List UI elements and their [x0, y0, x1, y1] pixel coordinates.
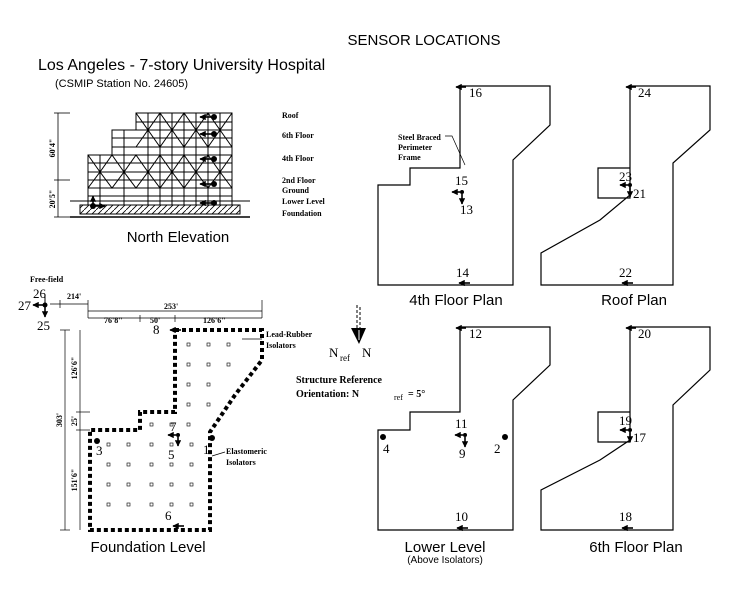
- dim-seg-3: 126'6": [203, 316, 226, 325]
- sensor-23: 23: [619, 169, 632, 184]
- lead-rubber-label-1: Lead-Rubber: [266, 330, 313, 339]
- level-label-2nd: 2nd Floor: [282, 176, 316, 185]
- sensor-24: 24: [638, 85, 652, 100]
- north-elevation-caption: North Elevation: [127, 229, 230, 246]
- sensor-9: 9: [459, 446, 466, 461]
- sensor-4: 4: [383, 441, 390, 456]
- sensor-15-13-arrows: [451, 188, 466, 205]
- north-elevation-drawing: 60'4" 20'5" Roof 6th Floor 4th Floor 2nd…: [48, 111, 326, 246]
- dim-vert-mid: 25': [70, 416, 79, 426]
- lead-rubber-label-2: Isolators: [266, 341, 296, 350]
- level-label-lower: Lower Level: [282, 197, 326, 206]
- frame-note-1: Steel Braced: [398, 133, 441, 142]
- sensor-1: 1: [203, 442, 210, 457]
- elastomeric-label-2: Isolators: [226, 458, 256, 467]
- level-label-6th: 6th Floor: [282, 131, 314, 140]
- page-title: SENSOR LOCATIONS: [347, 32, 500, 49]
- sensor-2-dot: [502, 434, 508, 440]
- sensor-12: 12: [469, 326, 482, 341]
- north-reference: N ref N Structure Reference Orientation:…: [296, 305, 425, 402]
- sensor-5: 5: [168, 447, 175, 462]
- sixth-floor-caption: 6th Floor Plan: [589, 539, 682, 556]
- lower-level-plan: 12 11 9 4 2 10 Lower Level (Above Isolat…: [377, 324, 551, 566]
- sensor-19: 19: [619, 413, 632, 428]
- free-field-sensor: [32, 296, 49, 318]
- free-field-label: Free-field: [30, 275, 64, 284]
- elevation-sensor-roof: [199, 113, 217, 121]
- level-label-4th: 4th Floor: [282, 154, 314, 163]
- n-label: N: [362, 345, 372, 360]
- sensor-21: 21: [633, 186, 646, 201]
- roof-plan: 24 23 21 22 Roof Plan: [540, 83, 711, 309]
- sixth-floor-plan: 20 19 17 18 6th Floor Plan: [540, 324, 711, 556]
- lower-level-note: (Above Isolators): [407, 555, 483, 566]
- sensor-7: 7: [170, 419, 177, 434]
- level-label-ground: Ground: [282, 186, 310, 195]
- elevation-dim-upper: 60'4": [48, 139, 57, 158]
- level-label-roof: Roof: [282, 111, 299, 120]
- sensor-4-dot: [380, 434, 386, 440]
- elastomeric-label-1: Elastomeric: [226, 447, 267, 456]
- reference-text-2-sub: ref: [394, 393, 403, 402]
- sensor-13: 13: [460, 202, 473, 217]
- dim-seg-2: 50': [150, 316, 160, 325]
- sensor-6: 6: [165, 508, 172, 523]
- elastomeric-isolator-grid: [106, 342, 231, 507]
- foundation-sensor-3-dot: [94, 438, 100, 444]
- frame-note-3: Frame: [398, 153, 421, 162]
- elevation-sensor-lower: [199, 199, 217, 207]
- dim-vert-total: 303': [55, 413, 64, 427]
- fourth-floor-caption: 4th Floor Plan: [409, 292, 502, 309]
- foundation-sensor-1-dot: [209, 435, 215, 441]
- reference-text-2-end: = 5°: [408, 389, 425, 400]
- reference-text-1: Structure Reference: [296, 375, 383, 386]
- sensor-11-9-arrows: [454, 431, 469, 448]
- roof-caption: Roof Plan: [601, 292, 667, 309]
- sensor-19-17-arrows: [619, 426, 634, 443]
- sensor-23-21-arrows: [619, 181, 634, 198]
- reference-text-2: Orientation: N: [296, 389, 360, 400]
- frame-note-2: Perimeter: [398, 143, 433, 152]
- sensor-20: 20: [638, 326, 651, 341]
- sensor-25: 25: [37, 318, 50, 333]
- elevation-sensor-6th: [199, 130, 217, 138]
- sensor-11: 11: [455, 416, 468, 431]
- elevation-sensor-foundation: [89, 195, 106, 210]
- dim-free-field: 214': [67, 292, 81, 301]
- foundation-sensor-7-5: [167, 431, 182, 447]
- sensor-15: 15: [455, 173, 468, 188]
- sensor-2: 2: [494, 441, 501, 456]
- n-ref-label: N: [329, 345, 339, 360]
- sensor-3: 3: [96, 443, 103, 458]
- sensor-16: 16: [469, 85, 483, 100]
- sensor-26: 26: [33, 286, 47, 301]
- foundation-caption: Foundation Level: [90, 539, 205, 556]
- sensor-27: 27: [18, 298, 32, 313]
- elevation-sensor-2nd: [199, 180, 217, 188]
- fourth-floor-plan: 16 15 13 14 Steel Braced Perimeter Frame…: [377, 83, 551, 309]
- station-number: (CSMIP Station No. 24605): [55, 78, 188, 90]
- dim-total-width: 253': [164, 302, 178, 311]
- level-label-foundation: Foundation: [282, 209, 322, 218]
- foundation-plan: Free-field 26 27 25 214' 253' 76'8" 50' …: [18, 275, 313, 556]
- building-name: Los Angeles - 7-story University Hospita…: [38, 57, 325, 74]
- sensor-22: 22: [619, 265, 632, 280]
- lower-level-caption: Lower Level: [405, 539, 486, 556]
- sensor-14: 14: [456, 265, 470, 280]
- sensor-8: 8: [153, 322, 160, 337]
- sensor-10: 10: [455, 509, 468, 524]
- sensor-18: 18: [619, 509, 632, 524]
- dim-seg-1: 76'8": [104, 316, 123, 325]
- dim-vert-bot: 151'6": [70, 469, 79, 492]
- dim-vert-top: 126'6": [70, 357, 79, 380]
- n-ref-subscript: ref: [340, 353, 350, 363]
- elevation-sensor-4th: [199, 155, 217, 163]
- elevation-dim-lower: 20'5": [48, 190, 57, 209]
- sensor-17: 17: [633, 430, 647, 445]
